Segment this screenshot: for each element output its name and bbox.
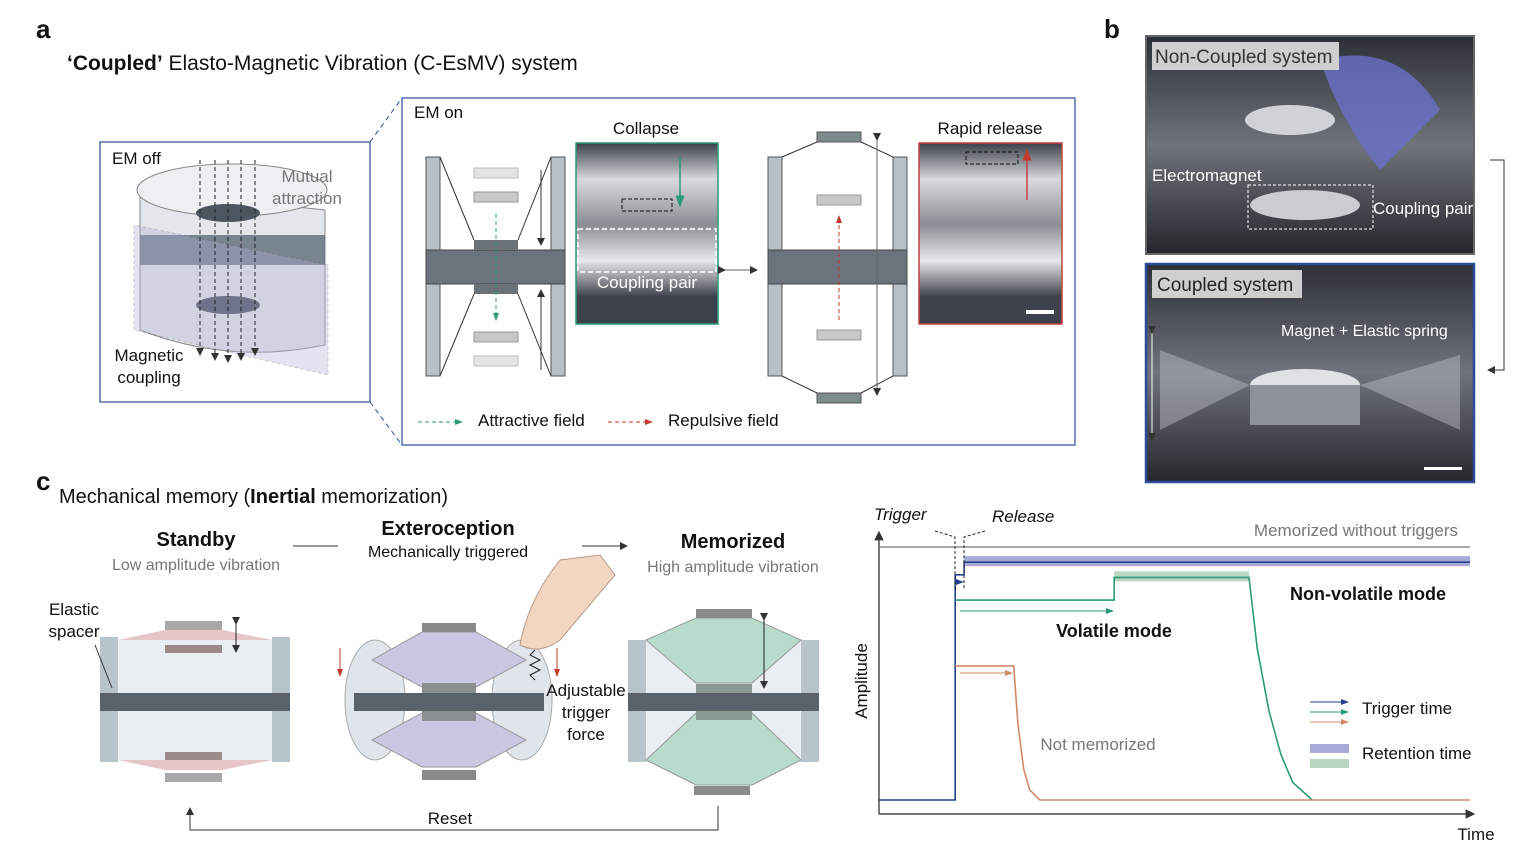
state-exteroception: Exteroception	[381, 518, 514, 540]
volatile-annotation: Volatile mode	[1056, 621, 1172, 641]
mutual-label-1: Mutual	[281, 167, 332, 186]
magnetic-label-2: coupling	[117, 368, 180, 387]
non-coupled-title: Non-Coupled system	[1155, 47, 1332, 68]
repulsive-field-label: Repulsive field	[668, 411, 779, 430]
scale-bar	[1424, 467, 1462, 470]
title-plain: Mechanical memory (	[59, 486, 251, 508]
standby-device	[94, 617, 290, 782]
legend-retention-green	[1310, 759, 1349, 768]
title-rest: Elasto-Magnetic Vibration (C-EsMV) syste…	[163, 52, 578, 75]
electromagnet-label: Electromagnet	[1152, 166, 1262, 185]
panel-a-title: ‘Coupled’ Elasto-Magnetic Vibration (C-E…	[67, 52, 578, 75]
state-standby: Standby	[157, 529, 237, 551]
field-legend: Attractive field Repulsive field	[418, 411, 779, 430]
em-on-box: EM on Collapse Coupling pair	[401, 97, 1076, 446]
magnetic-label-1: Magnetic	[115, 346, 184, 365]
title-bold: ‘Coupled’	[67, 52, 163, 75]
title-bold: Inertial	[250, 486, 316, 508]
legend-retention-time: Retention time	[1362, 744, 1472, 763]
panel-c-title: Mechanical memory (Inertial memorization…	[59, 486, 448, 508]
reset-arrow	[186, 806, 719, 831]
coupled-title: Coupled system	[1157, 275, 1293, 296]
mutual-label-2: attraction	[272, 189, 342, 208]
release-schematic	[767, 131, 908, 404]
chart-legend: Trigger time Retention time	[1310, 699, 1472, 768]
legend-retention-purple	[1310, 744, 1349, 753]
non-coupled-photo	[1145, 35, 1475, 255]
trigger-force-label-2: trigger	[562, 703, 611, 722]
trigger-annotation: Trigger	[874, 505, 928, 524]
not-memorized-annotation: Not memorized	[1040, 735, 1155, 754]
x-axis-label: Time	[1457, 825, 1494, 844]
magnet-spring-label: Magnet + Elastic spring	[1281, 323, 1448, 340]
release-photo	[918, 142, 1063, 325]
state-memorized: Memorized	[681, 531, 785, 553]
series-not_memorized	[955, 665, 1470, 801]
release-annotation: Release	[992, 507, 1054, 526]
y-axis-label: Amplitude	[852, 643, 871, 719]
exteroception-device	[337, 554, 616, 780]
panel-b-letter: b	[1104, 14, 1120, 44]
retention-band-volatile	[1114, 571, 1249, 582]
coupled-photo	[1144, 262, 1476, 484]
rapid-release-label: Rapid release	[938, 119, 1043, 138]
em-on-label: EM on	[414, 103, 463, 122]
elastic-spacer-label-1: Elastic	[49, 600, 100, 619]
panel-c-letter: c	[36, 466, 50, 496]
b-connector-arrow	[1487, 159, 1505, 374]
series-non_volatile	[879, 561, 1470, 801]
em-off-box: EM off Mutual attraction Magnetic coupli…	[99, 141, 371, 403]
collapse-schematic	[425, 156, 566, 377]
state-standby-sub: Low amplitude vibration	[112, 557, 280, 574]
state-memorized-sub: High amplitude vibration	[647, 559, 819, 576]
coupled-title-bg	[1152, 270, 1302, 298]
trigger-release-markers	[934, 530, 986, 590]
trigger-force-label-1: Adjustable	[546, 681, 625, 700]
scale-bar	[1026, 310, 1054, 314]
panel-a-letter: a	[36, 14, 51, 44]
collapse-label: Collapse	[613, 119, 679, 138]
finger-icon	[519, 554, 616, 650]
attractive-field-label: Attractive field	[478, 411, 585, 430]
memorized-annotation: Memorized without triggers	[1254, 521, 1458, 540]
non-coupled-title-bg	[1152, 42, 1339, 70]
magnet-cutaway-illustration	[133, 160, 329, 376]
series-volatile	[955, 576, 1313, 801]
title-end: memorization)	[316, 486, 448, 508]
coupling-pair-photo-label: Coupling pair	[1373, 199, 1474, 218]
elastic-spacer-label-2: spacer	[48, 622, 99, 641]
trigger-force-label-3: force	[567, 725, 605, 744]
memorized-device	[628, 609, 819, 795]
state-exteroception-sub: Mechanically triggered	[368, 544, 528, 561]
reset-label: Reset	[428, 809, 473, 828]
legend-trigger-time: Trigger time	[1362, 699, 1452, 718]
em-off-label: EM off	[112, 149, 161, 168]
coupling-pair-label: Coupling pair	[597, 273, 698, 292]
non-volatile-annotation: Non-volatile mode	[1290, 584, 1446, 604]
zoom-connector	[369, 97, 403, 446]
retention-band-non_volatile	[964, 556, 1470, 567]
collapse-photo	[575, 142, 719, 325]
amplitude-time-chart: Time Amplitude Trigger Release Memorized…	[852, 505, 1495, 844]
